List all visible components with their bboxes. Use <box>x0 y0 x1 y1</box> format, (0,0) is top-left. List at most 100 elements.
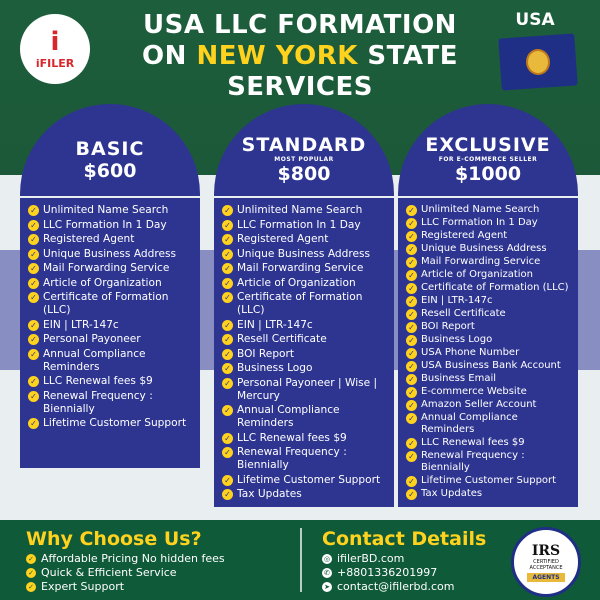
plan-feature-text: Article of Organization <box>237 276 356 289</box>
plan-feature-item: ✓Lifetime Customer Support <box>28 417 194 430</box>
plan-feature-item: ✓Unlimited Name Search <box>28 204 194 217</box>
check-icon: ✓ <box>26 582 36 592</box>
plan-feature-item: ✓EIN | LTR-147c <box>222 319 388 332</box>
check-icon: ✓ <box>406 400 417 411</box>
check-icon: ✓ <box>222 292 233 303</box>
plan-feature-text: EIN | LTR-147c <box>421 295 493 306</box>
plan-feature-item: ✓Article of Organization <box>28 277 194 290</box>
plan-feature-item: ✓Business Logo <box>406 334 572 346</box>
check-icon: ✓ <box>28 219 39 231</box>
plan-feature-text: USA Phone Number <box>421 347 520 358</box>
irs-logo: IRS <box>531 542 561 559</box>
check-icon: ✓ <box>26 568 36 578</box>
check-icon: ✓ <box>28 334 39 345</box>
check-icon: ✓ <box>406 257 417 268</box>
plan-feature-text: Annual Compliance Reminders <box>421 412 518 435</box>
check-icon: ✓ <box>406 335 417 346</box>
plan-feature-text: Article of Organization <box>43 276 162 289</box>
plan-feature-text: Amazon Seller Account <box>421 399 537 410</box>
check-icon: ✓ <box>222 334 233 345</box>
plan-feature-text: Business Email <box>421 373 497 384</box>
plan-feature-text: Mail Forwarding Service <box>421 256 541 267</box>
plan-feature-text: Unique Business Address <box>43 247 177 260</box>
plan-feature-item: ✓Annual Compliance Reminders <box>222 404 388 430</box>
plan-feature-item: ✓ EIN | LTR-147c <box>406 295 572 307</box>
plan-feature-text: USA Business Bank Account <box>421 360 561 371</box>
check-icon: ✓ <box>28 348 39 360</box>
check-icon: ✓ <box>406 231 417 242</box>
plan-feature-item: ✓Registered Agent <box>406 230 572 242</box>
plan-feature-item: ✓USA Phone Number <box>406 347 572 359</box>
plan-feature-item: ✓Registered Agent <box>222 233 388 246</box>
check-icon: ✓ <box>406 489 417 500</box>
new-york-flag-icon <box>498 33 578 91</box>
plan-name: STANDARD <box>241 134 367 156</box>
plan-feature-text: LLC Renewal fees $9 <box>237 431 347 444</box>
plan-feature-item: ✓Unlimited Name Search <box>406 204 572 216</box>
plan-feature-item: ✓Article of Organization <box>222 277 388 290</box>
why-item: ✓Expert Support <box>26 580 225 594</box>
plan-feature-text: Personal Payoneer <box>43 333 141 345</box>
contact-title: Contact Details <box>322 528 487 550</box>
why-item-text: Quick & Efficient Service <box>41 566 177 579</box>
why-item: ✓ Quick & Efficient Service <box>26 566 225 580</box>
plan-feature-text: LLC Formation In 1 Day <box>421 217 538 228</box>
plan-feature-text: Renewal Frequency : Biennially <box>421 450 525 473</box>
plan-feature-text: Lifetime Customer Support <box>237 473 381 486</box>
plan-feature-text: Annual Compliance Reminders <box>43 347 146 373</box>
plan-feature-text: Resell Certificate <box>237 333 327 345</box>
why-choose-title: Why Choose Us? <box>26 528 202 550</box>
check-icon: ✓ <box>28 418 39 429</box>
plan-feature-item: ✓ Annual Compliance Reminders <box>28 348 194 374</box>
check-icon: ✓ <box>406 361 417 372</box>
plan-feature-item: ✓ Mail Forwarding Service <box>406 256 572 268</box>
check-icon: ✓ <box>406 205 417 216</box>
whatsapp-icon: ✆ <box>322 568 332 578</box>
why-item: ✓Affordable Pricing No hidden fees <box>26 552 225 566</box>
contact-email[interactable]: ➤contact@ifilerbd.com <box>322 580 454 594</box>
plan-feature-item: ✓ Unique Business Address <box>28 248 194 261</box>
plan-price: $800 <box>277 163 331 185</box>
logo-mark: i <box>50 26 60 57</box>
check-icon: ✓ <box>222 474 233 486</box>
plan-feature-item: ✓Unlimited Name Search <box>222 204 388 217</box>
plan-feature-text: Certificate of Formation (LLC) <box>421 282 569 293</box>
check-icon: ✓ <box>28 248 39 260</box>
plan-feature-text: EIN | LTR-147c <box>43 318 119 331</box>
irs-acceptance-text: ACCEPTANCE <box>529 564 563 571</box>
flag-seal-icon <box>525 48 551 76</box>
check-icon: ✓ <box>406 270 417 281</box>
contact-text: +8801336201997 <box>337 566 438 579</box>
plan-price: $600 <box>83 160 137 182</box>
telegram-icon: ➤ <box>322 582 332 592</box>
check-icon: ✓ <box>406 322 417 333</box>
plan-feature-item: ✓Annual Compliance Reminders <box>406 412 572 436</box>
check-icon: ✓ <box>406 296 417 307</box>
irs-certified-badge: IRS CERTIFIED ACCEPTANCE AGENTS <box>511 527 581 597</box>
plan-feature-text: LLC Renewal fees $9 <box>43 375 153 387</box>
plan-feature-text: E-commerce Website <box>421 386 527 397</box>
check-icon: ✓ <box>28 376 39 387</box>
plan-feature-item: ✓ Personal Payoneer <box>28 333 194 346</box>
contact-phone[interactable]: ✆ +8801336201997 <box>322 566 454 580</box>
plan-feature-text: Article of Organization <box>421 269 534 280</box>
plan-name: EXCLUSIVE <box>425 134 551 156</box>
check-icon: ✓ <box>222 363 233 374</box>
plan-feature-item: ✓Lifetime Customer Support <box>406 475 572 487</box>
plan-feature-text: Mail Forwarding Service <box>237 262 364 274</box>
contact-text: ifilerBD.com <box>337 552 405 565</box>
page-title: USA LLC FORMATION ON NEW YORK STATE SERV… <box>110 10 490 103</box>
check-icon: ✓ <box>222 348 233 360</box>
plan-feature-item: ✓Unique Business Address <box>222 248 388 261</box>
plan-feature-text: LLC Formation In 1 Day <box>43 218 167 231</box>
check-icon: ✓ <box>406 309 417 320</box>
check-icon: ✓ <box>222 319 233 331</box>
check-icon: ✓ <box>28 263 39 274</box>
plan-card-basic: BASIC $600 ✓Unlimited Name Search ✓ LLC Fo… <box>20 104 200 514</box>
contact-website[interactable]: ◎ifilerBD.com <box>322 552 454 566</box>
check-icon: ✓ <box>406 438 417 449</box>
plan-name: BASIC <box>75 138 145 160</box>
check-icon: ✓ <box>406 387 417 398</box>
title-line-2: ON NEW YORK STATE <box>110 41 490 72</box>
check-icon: ✓ <box>406 374 417 385</box>
